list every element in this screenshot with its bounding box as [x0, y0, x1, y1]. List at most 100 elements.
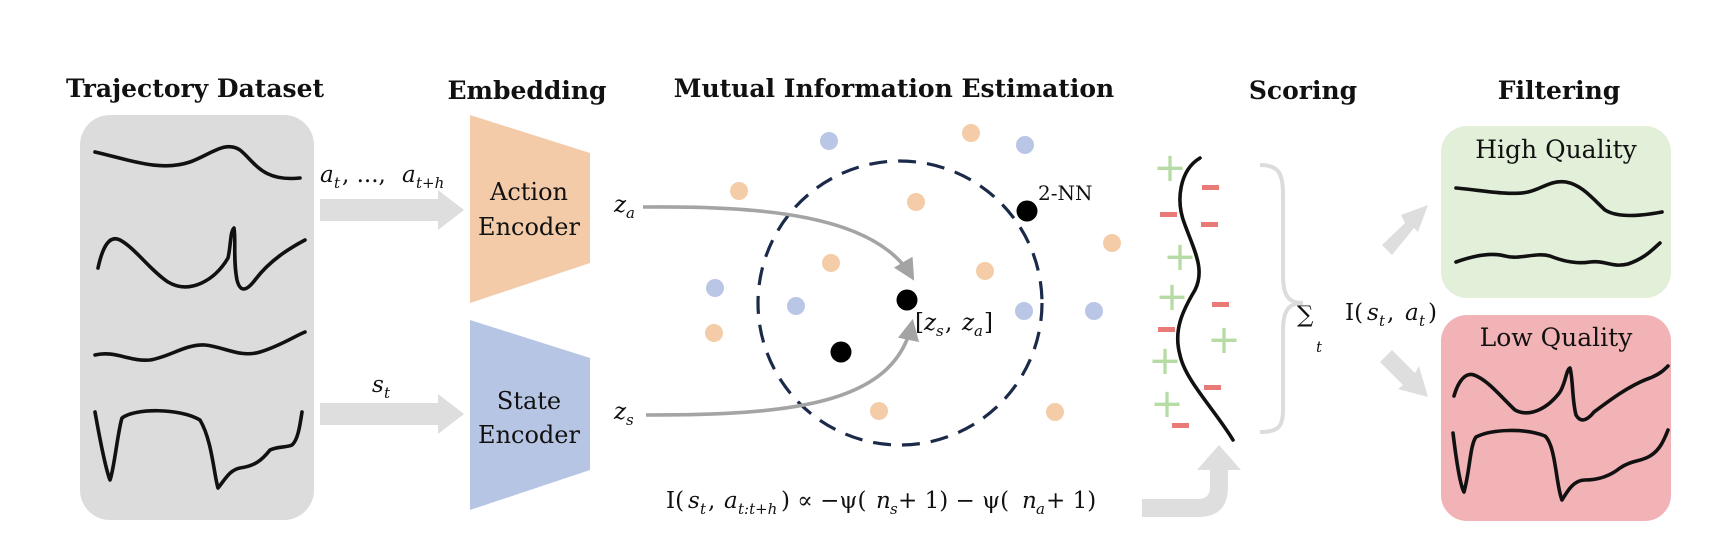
blue-dot: [787, 297, 805, 315]
svg-text:z: z: [961, 310, 975, 336]
high-quality-curve-1: [1454, 179, 1664, 218]
formula-to-scoring-arrow: [1142, 445, 1241, 517]
joint-embedding-label: [ z s , z a ]: [915, 310, 993, 340]
svg-text:a: a: [320, 162, 334, 188]
kl-neighborhood-circle: [756, 159, 1044, 447]
svg-text:t: t: [1419, 312, 1426, 330]
scoring-brace: [1259, 163, 1304, 434]
to-low-quality-arrow: [1380, 350, 1428, 397]
blue-dot: [1085, 302, 1103, 320]
title-embedding: Embedding: [447, 76, 606, 105]
svg-text:n: n: [1022, 488, 1037, 514]
svg-text:]: ]: [984, 310, 993, 336]
blue-dot: [1016, 136, 1034, 154]
orange-dot: [730, 182, 748, 200]
low-quality-curve-1: [1452, 364, 1670, 422]
svg-text:) ∝ −ψ(: ) ∝ −ψ(: [781, 488, 866, 514]
svg-text:s: s: [626, 411, 634, 429]
minus-sign: [1202, 185, 1219, 190]
state-encoder-label-1: State: [497, 387, 561, 415]
action-encoder-label-2: Encoder: [478, 213, 580, 241]
minus-sign: [1160, 212, 1177, 217]
two-nn-label: 2-NN: [1038, 181, 1092, 205]
svg-text:∑: ∑: [1297, 302, 1314, 328]
state-label: s t: [372, 372, 391, 402]
orange-dot: [976, 262, 994, 280]
svg-text:I(: I(: [1345, 300, 1363, 326]
high-quality-curve-2: [1454, 241, 1662, 267]
high-quality-label: High Quality: [1475, 135, 1637, 164]
svg-text:t: t: [700, 500, 707, 518]
minus-sign: [1158, 327, 1175, 332]
svg-text:[: [: [915, 310, 924, 336]
svg-text:t: t: [1316, 338, 1323, 356]
sum-score-label: ∑ t I( s t , a t ): [1297, 300, 1437, 356]
orange-dot: [1046, 403, 1064, 421]
low-quality-label: Low Quality: [1480, 323, 1634, 352]
za-label: z a: [613, 192, 635, 222]
svg-text:a: a: [724, 488, 738, 514]
svg-text:I(: I(: [666, 488, 684, 514]
trajectory-curve-1: [93, 144, 302, 181]
to-high-quality-arrow: [1382, 205, 1428, 255]
minus-sign: [1204, 385, 1221, 390]
minus-sign: [1172, 423, 1189, 428]
orange-dot: [962, 124, 980, 142]
svg-text:+ 1) − ψ(: + 1) − ψ(: [898, 488, 1009, 514]
state-encoder-shape: [470, 320, 590, 510]
embedding-points: [705, 124, 1121, 421]
svg-text:z: z: [613, 399, 627, 425]
svg-text:, ...,: , ...,: [342, 162, 386, 188]
mi-formula: I( s t , a t:t+h ) ∝ −ψ( n s + 1) − ψ( n…: [666, 488, 1096, 518]
orange-dot: [1103, 234, 1121, 252]
svg-text:s: s: [936, 322, 944, 340]
svg-text:a: a: [626, 204, 635, 222]
minus-sign: [1201, 222, 1218, 227]
title-scoring: Scoring: [1249, 76, 1357, 105]
trajectory-curve-2: [96, 226, 307, 291]
trajectory-curve-3: [93, 330, 307, 362]
minus-sign: [1212, 302, 1229, 307]
black-dot-query: [896, 289, 918, 311]
svg-text:s: s: [890, 500, 898, 518]
title-filtering: Filtering: [1498, 76, 1621, 105]
state-flow-arrow: [320, 394, 464, 434]
action-encoder-shape: [470, 115, 590, 303]
svg-text:): ): [1428, 300, 1437, 326]
svg-text:s: s: [372, 372, 384, 398]
orange-dot: [705, 324, 723, 342]
low-quality-curve-2: [1451, 428, 1670, 502]
black-dot-2nn: [1016, 200, 1038, 222]
orange-dot: [907, 193, 925, 211]
svg-text:s: s: [1367, 300, 1379, 326]
action-sequence-label: a t , ..., a t+h: [320, 162, 444, 192]
black-dot: [830, 341, 852, 363]
state-encoder-label-2: Encoder: [478, 421, 580, 449]
svg-text:t: t: [1379, 312, 1386, 330]
svg-text:z: z: [923, 310, 937, 336]
svg-text:,: ,: [1387, 300, 1394, 326]
action-encoder-label-1: Action: [489, 178, 568, 206]
plus-sign: +: [1207, 317, 1241, 363]
zs-to-joint-arrow: [645, 318, 920, 417]
zs-label: z s: [613, 399, 634, 429]
orange-dot: [822, 254, 840, 272]
low-quality-panel: [1441, 315, 1671, 521]
za-to-joint-arrow: [642, 205, 915, 281]
title-mutual-information: Mutual Information Estimation: [674, 74, 1114, 103]
svg-text:a: a: [1405, 300, 1419, 326]
plus-sign: +: [1150, 381, 1184, 427]
plus-sign: +: [1155, 274, 1189, 320]
svg-text:+ 1): + 1): [1046, 488, 1096, 514]
svg-text:a: a: [402, 162, 416, 188]
svg-text:t:t+h: t:t+h: [738, 500, 777, 518]
svg-text:t: t: [334, 174, 341, 192]
svg-text:n: n: [876, 488, 891, 514]
svg-text:a: a: [1036, 500, 1045, 518]
action-flow-arrow: [320, 190, 464, 230]
blue-dot: [820, 132, 838, 150]
svg-text:s: s: [688, 488, 700, 514]
svg-text:t: t: [384, 384, 391, 402]
svg-text:a: a: [974, 322, 983, 340]
